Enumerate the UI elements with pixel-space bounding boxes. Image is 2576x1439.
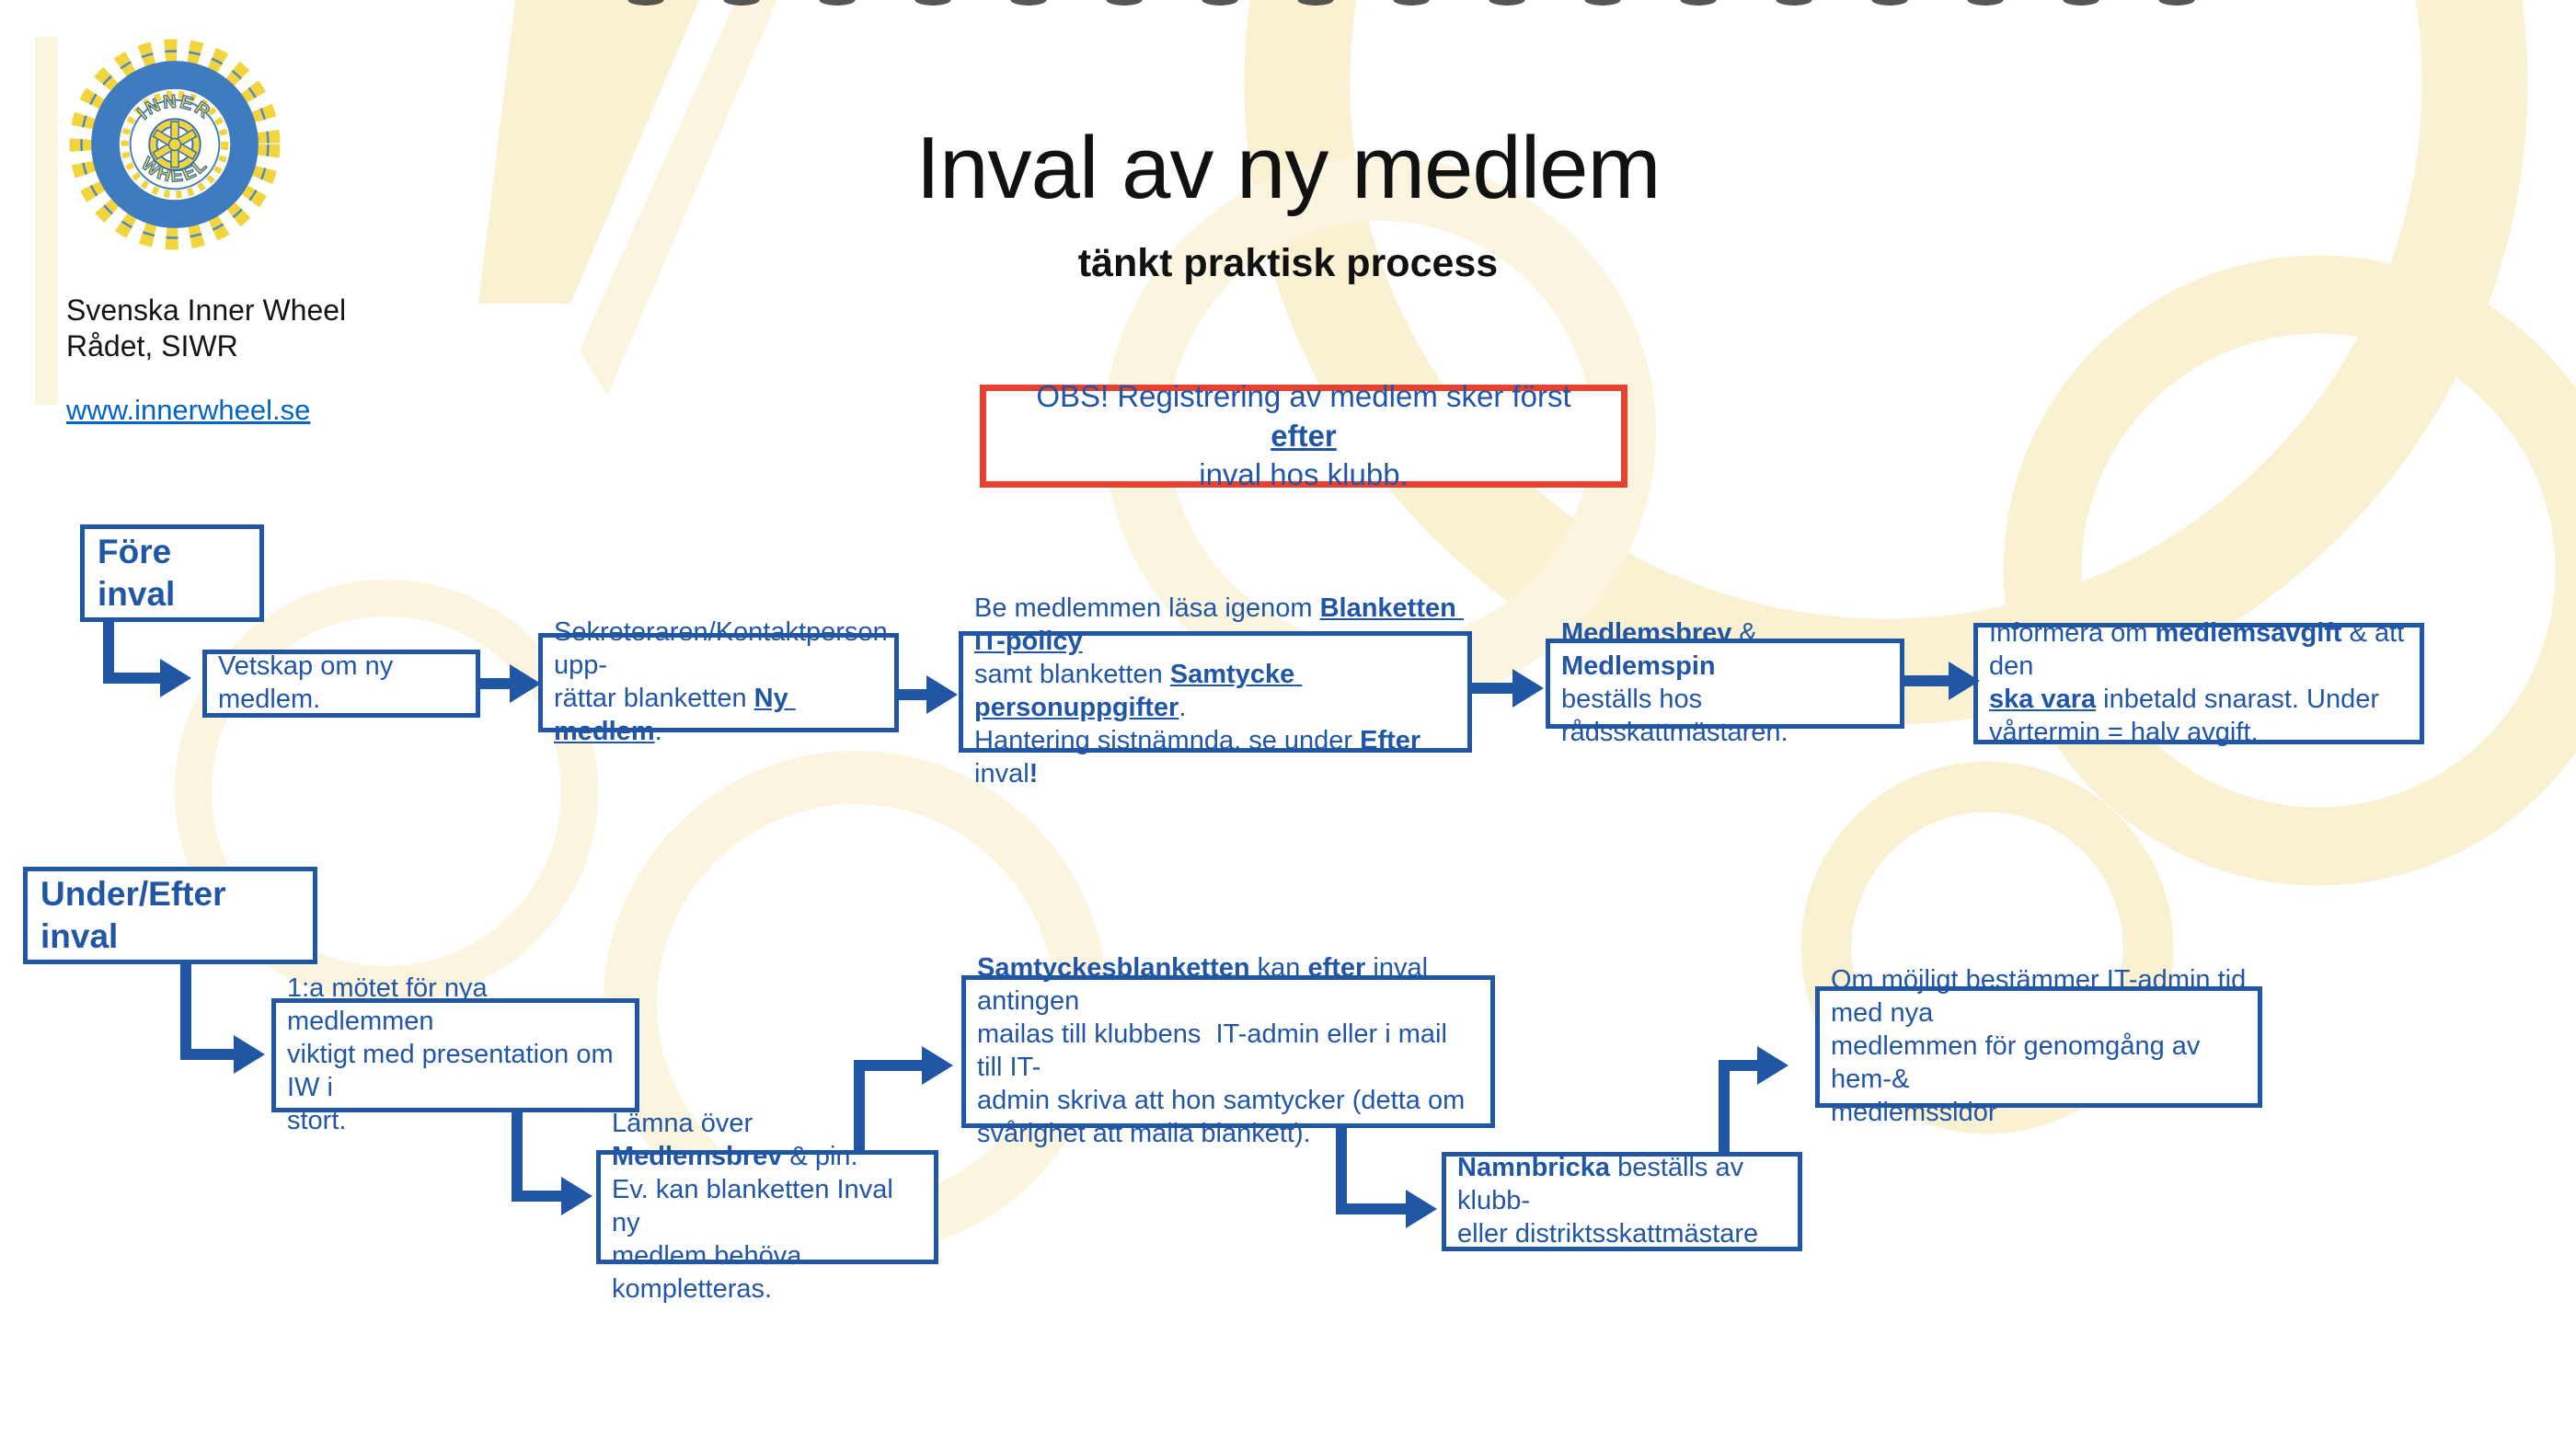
connector-laemna-horizontal bbox=[854, 1060, 922, 1071]
org-name-line1: Svenska Inner Wheel bbox=[66, 294, 347, 327]
node-medlemsbrev-text: Medlemsbrev & Medlemspin beställs hos rå… bbox=[1561, 618, 1788, 747]
arrowhead-after bbox=[234, 1035, 265, 1074]
arrowhead-r1-b bbox=[926, 675, 958, 714]
node-vetskap-text: Vetskap om ny medlem. bbox=[218, 651, 401, 714]
node-medlemsbrev: Medlemsbrev & Medlemspin beställs hos rå… bbox=[1546, 618, 1904, 743]
connector-r1-a bbox=[480, 678, 510, 689]
node-namnbricka: Namnbricka beställs av klubb- eller dist… bbox=[1442, 1152, 1802, 1251]
arrowhead-laemna bbox=[922, 1046, 953, 1085]
inner-wheel-logo: INNER WHEEL bbox=[61, 24, 289, 265]
arrowhead-samtycke bbox=[1406, 1190, 1437, 1228]
arrowhead-moetet bbox=[561, 1177, 592, 1215]
node-vetskap: Vetskap om ny medlem. bbox=[202, 650, 480, 718]
notice-box: OBS! Registrering av medlem sker först e… bbox=[980, 379, 1627, 491]
connector-before-horizontal bbox=[103, 673, 160, 684]
section-header-before: Före inval bbox=[80, 524, 264, 622]
connector-r1-c bbox=[1472, 683, 1512, 694]
connector-namnbricka-horizontal bbox=[1719, 1060, 1757, 1071]
node-laemna-text: Lämna över Medlemsbrev & pin. Ev. kan bl… bbox=[612, 1109, 893, 1304]
connector-namnbricka-vertical bbox=[1719, 1065, 1730, 1152]
notice-text: OBS! Registrering av medlem sker först e… bbox=[1036, 378, 1580, 492]
connector-moetet-vertical bbox=[512, 1112, 523, 1202]
node-samtycke-text: Samtyckesblanketten kan efter inval anti… bbox=[977, 953, 1466, 1148]
connector-samtycke-horizontal bbox=[1336, 1203, 1406, 1215]
node-moetet: 1:a mötet för nya medlemmen viktigt med … bbox=[271, 973, 639, 1135]
node-informera-text: Informera om medlemsavgift & att den ska… bbox=[1989, 618, 2405, 747]
connector-laemna-vertical bbox=[854, 1065, 865, 1150]
connector-after-vertical bbox=[180, 964, 191, 1060]
node-laemna: Lämna över Medlemsbrev & pin. Ev. kan bl… bbox=[596, 1109, 938, 1304]
connector-r1-b bbox=[899, 689, 926, 700]
node-namnbricka-text: Namnbricka beställs av klubb- eller dist… bbox=[1457, 1153, 1759, 1249]
arrowhead-r1-a bbox=[510, 664, 541, 703]
node-informera: Informera om medlemsavgift & att den ska… bbox=[1973, 618, 2424, 747]
connector-r1-d bbox=[1904, 675, 1949, 686]
page-subtitle: tänkt praktisk process bbox=[1077, 241, 1499, 285]
arrowhead-namnbricka bbox=[1757, 1046, 1788, 1085]
node-om-moejligt-text: Om möjligt bestämmer IT-admin tid med ny… bbox=[1831, 965, 2247, 1127]
arrowhead-before bbox=[160, 659, 191, 697]
node-be-medlemmen: Be medlemmen läsa igenom Blanketten IT-p… bbox=[959, 593, 1472, 789]
node-be-medlemmen-text: Be medlemmen läsa igenom Blanketten IT-p… bbox=[974, 593, 1464, 789]
node-sekreteraren-text: Sekreteraren/Kontaktperson upp- rättar b… bbox=[554, 617, 888, 746]
connector-after-horizontal bbox=[180, 1049, 234, 1060]
org-name-line2: Rådet, SIWR bbox=[66, 329, 238, 363]
website-link[interactable]: www.innerwheel.se bbox=[66, 394, 311, 426]
connector-samtycke-vertical bbox=[1336, 1128, 1347, 1215]
node-om-moejligt: Om möjligt bestämmer IT-admin tid med ny… bbox=[1815, 965, 2262, 1127]
node-samtycke: Samtyckesblanketten kan efter inval anti… bbox=[961, 953, 1495, 1148]
arrowhead-r1-d bbox=[1949, 662, 1980, 700]
connector-before-vertical bbox=[103, 622, 114, 684]
arrowhead-r1-c bbox=[1512, 669, 1544, 708]
page-title: Inval av ny medlem bbox=[915, 119, 1661, 217]
section-header-after: Under/Efter inval bbox=[23, 867, 317, 964]
connector-moetet-horizontal bbox=[512, 1191, 561, 1202]
node-moetet-text: 1:a mötet för nya medlemmen viktigt med … bbox=[287, 973, 614, 1135]
inner-wheel-logo-icon: INNER WHEEL bbox=[69, 39, 281, 250]
node-sekreteraren: Sekreteraren/Kontaktperson upp- rättar b… bbox=[538, 617, 899, 746]
